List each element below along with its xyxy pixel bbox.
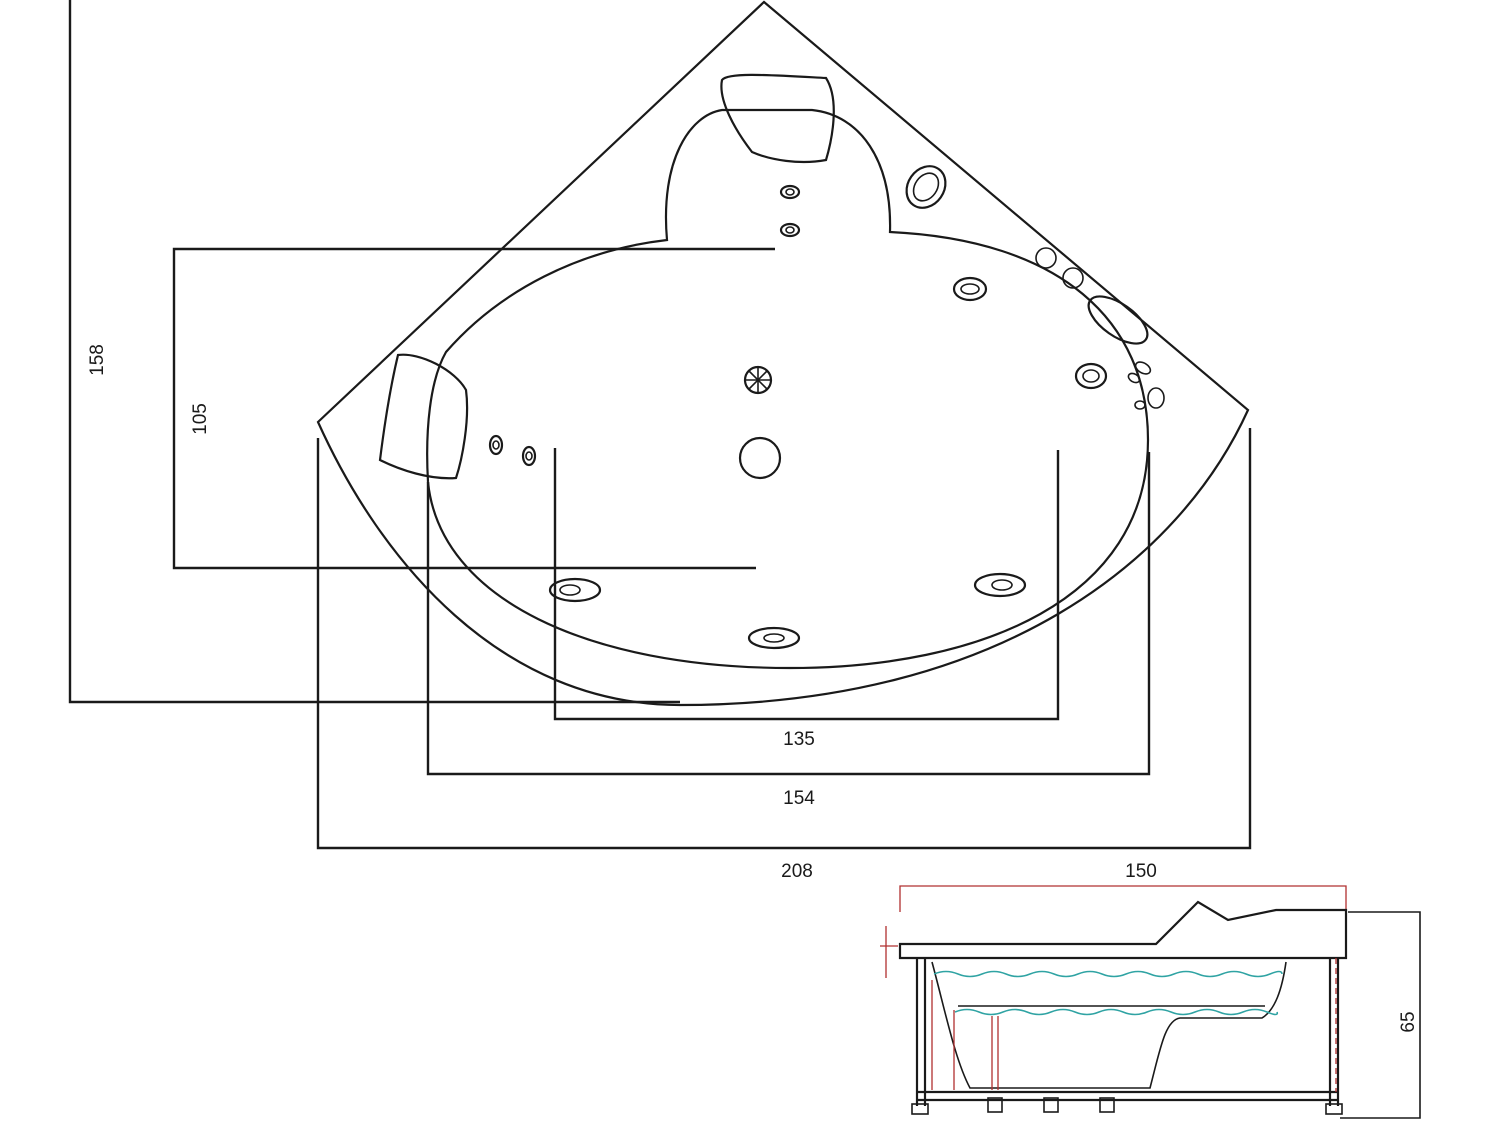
overflow-valve-icon	[743, 365, 773, 395]
inner-frame-detail	[931, 958, 1337, 1092]
headrest-left	[378, 353, 469, 480]
support-frame	[911, 958, 1343, 1115]
label-height: 65	[1398, 1011, 1419, 1032]
side-view: 150 65	[880, 861, 1421, 1119]
label-overall-width: 208	[781, 861, 813, 882]
water-surface	[933, 970, 1283, 978]
control-panel	[905, 165, 1165, 410]
dim-line-150	[899, 885, 1347, 912]
dim-line-105	[172, 247, 775, 570]
dim-line-65	[1340, 911, 1421, 1119]
label-overall-depth: 158	[87, 344, 108, 376]
dimension-lines	[68, 0, 1252, 850]
label-length: 150	[1125, 861, 1157, 882]
tub-inner-basin	[426, 108, 1150, 670]
dim-line-135	[553, 448, 1060, 721]
label-mid-width: 154	[783, 788, 815, 809]
tub-outer-outline	[316, 0, 1250, 707]
dim-line-158	[68, 0, 680, 704]
water-level-lower	[954, 1008, 1279, 1016]
tub-rim-profile	[898, 900, 1348, 960]
headrest-top	[720, 73, 835, 164]
air-jets	[488, 184, 801, 467]
plan-view: 158 105 135 154 208	[68, 0, 1252, 882]
dim-line-154	[426, 452, 1151, 776]
tub-body-profile	[931, 961, 1287, 1089]
dim-line-208	[316, 428, 1252, 850]
drain-icon	[738, 436, 782, 480]
label-inner-width: 135	[783, 729, 815, 750]
hydro-jets	[548, 276, 1108, 650]
label-inner-depth: 105	[190, 403, 211, 435]
